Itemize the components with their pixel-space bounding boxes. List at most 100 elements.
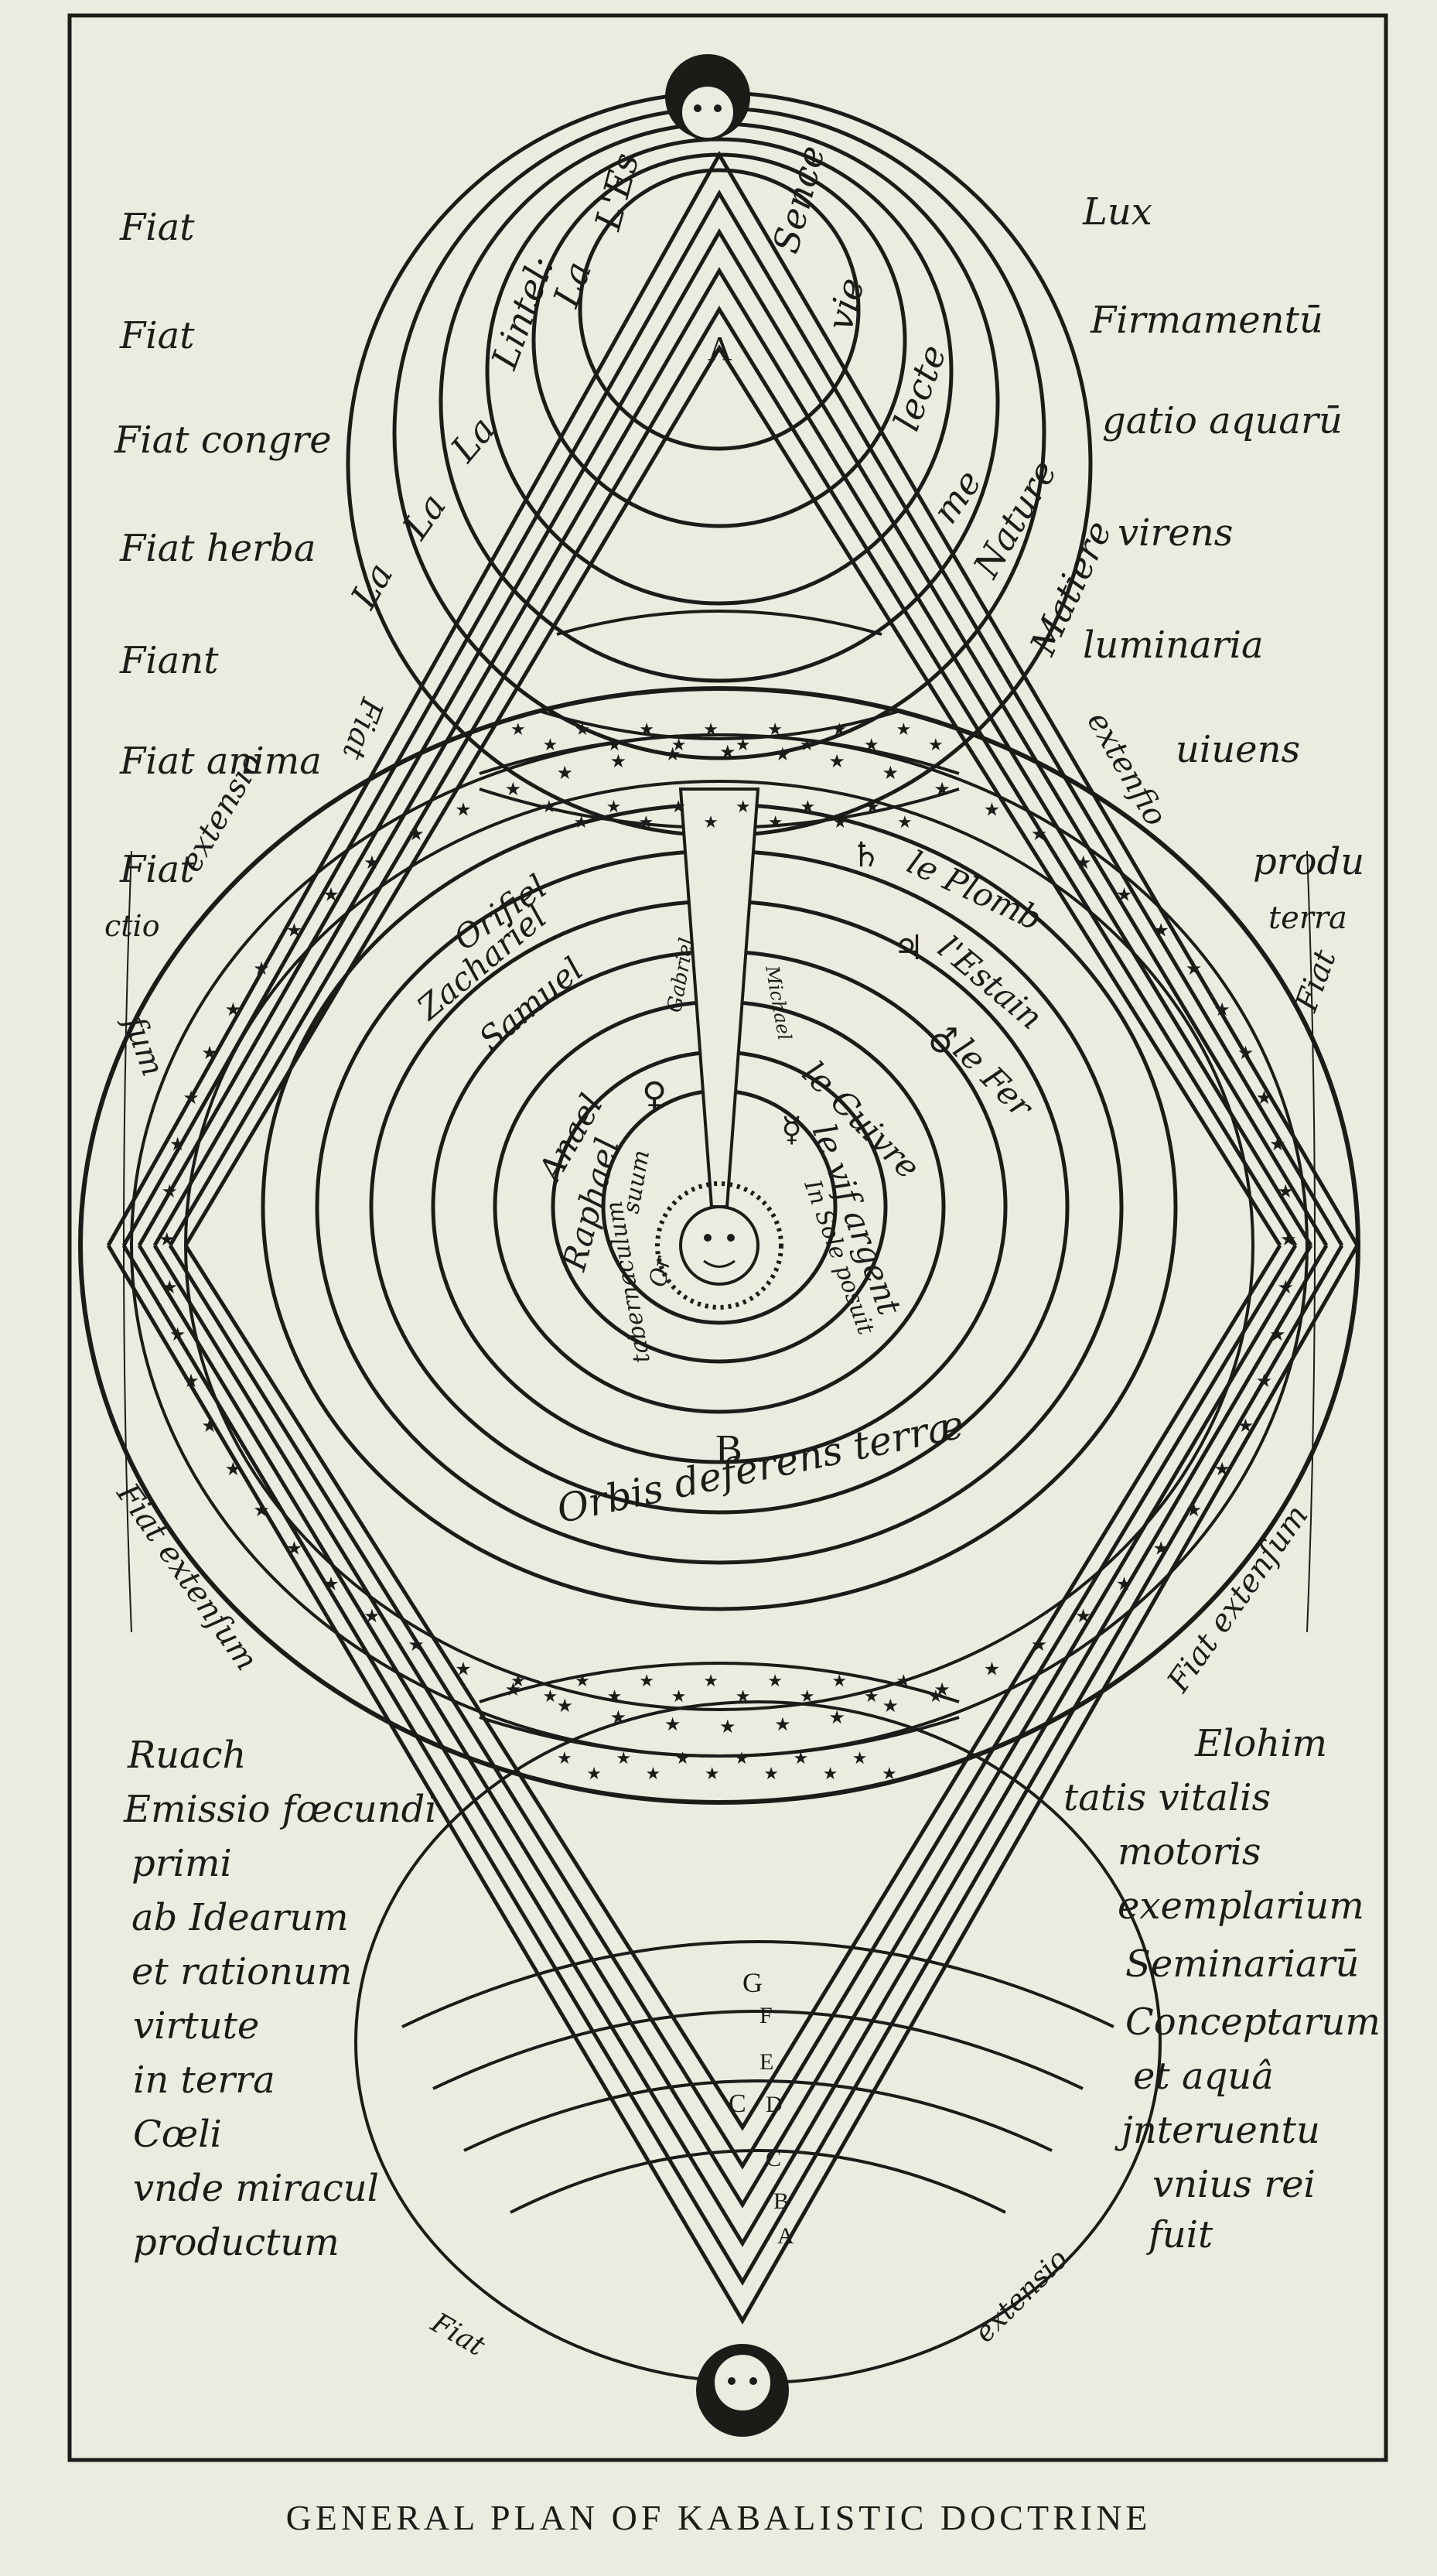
star-icon: ★ xyxy=(610,1707,627,1728)
star-icon: ★ xyxy=(543,1687,558,1707)
star-icon: ★ xyxy=(671,798,686,817)
star-icon: ★ xyxy=(505,778,522,800)
star-icon: ★ xyxy=(169,1324,186,1345)
star-icon: ★ xyxy=(162,1276,179,1298)
sun-icon xyxy=(655,1181,783,1310)
star-icon: ★ xyxy=(586,1765,602,1784)
star-icon: ★ xyxy=(607,1687,623,1707)
lower-triangle xyxy=(106,1244,1360,2325)
star-icon: ★ xyxy=(1213,1458,1230,1480)
star-icon: ★ xyxy=(364,852,381,873)
star-zones xyxy=(479,610,960,1758)
left-bottom-2: Emissio fœcundi xyxy=(123,1788,437,1831)
right-top-7: produ xyxy=(1253,840,1364,883)
right-bottom-9: vnius rei xyxy=(1152,2163,1316,2206)
sun-label-4: Or xyxy=(644,1253,677,1289)
side-right-2: extenfio xyxy=(1080,705,1173,832)
right-top-2: Firmamentū xyxy=(1090,299,1323,342)
star-icon: ★ xyxy=(201,1415,218,1437)
arc-left-1: La xyxy=(342,555,401,616)
star-icon: ★ xyxy=(671,1687,687,1707)
star-icon: ★ xyxy=(934,778,951,800)
left-top-6: Fiat anima xyxy=(119,740,322,783)
left-bottom-4: ab Idearum xyxy=(131,1896,349,1939)
sun-label-3: suum xyxy=(617,1148,655,1215)
star-icon: ★ xyxy=(882,762,899,784)
star-icon: ★ xyxy=(253,1499,270,1521)
star-icon: ★ xyxy=(832,813,848,832)
venus-icon: ♀ xyxy=(642,1075,667,1115)
left-bottom-7: in terra xyxy=(133,2058,275,2102)
star-icon: ★ xyxy=(286,919,303,941)
left-top-7: Fiat xyxy=(119,848,195,891)
star-icon: ★ xyxy=(865,798,880,817)
star-icon: ★ xyxy=(1278,1276,1295,1298)
star-icon: ★ xyxy=(557,1749,572,1768)
star-icon: ★ xyxy=(664,1713,681,1735)
star-icon: ★ xyxy=(1116,1573,1133,1595)
arc-right-1: Sence xyxy=(764,141,833,258)
star-icon: ★ xyxy=(1075,1605,1092,1627)
right-top-8: terra xyxy=(1268,900,1347,936)
star-icon: ★ xyxy=(896,1672,912,1691)
bottom-head-icon xyxy=(696,2344,789,2437)
left-top-3: Fiat congre xyxy=(114,419,332,462)
star-icon: ★ xyxy=(864,1687,879,1707)
star-icon: ★ xyxy=(639,813,654,832)
star-icon: ★ xyxy=(896,720,912,740)
star-icon: ★ xyxy=(664,743,681,765)
arc-left-3: La xyxy=(442,408,503,470)
right-bottom-5: Seminariarū xyxy=(1125,1942,1359,1986)
letter-a-top: A xyxy=(708,330,732,367)
angel-michael: Michael xyxy=(761,963,796,1042)
lower-letter-a: A xyxy=(777,2223,794,2249)
star-icon: ★ xyxy=(1031,1634,1048,1655)
star-icon: ★ xyxy=(639,720,654,740)
star-icon: ★ xyxy=(736,736,751,755)
star-icon: ★ xyxy=(607,736,623,755)
star-icon: ★ xyxy=(767,720,783,740)
star-icon: ★ xyxy=(253,958,270,979)
mars-icon: ♂ xyxy=(928,1021,958,1061)
star-icon: ★ xyxy=(1031,823,1048,845)
star-icon: ★ xyxy=(984,1659,1001,1680)
right-top-3: gatio aquarū xyxy=(1102,399,1343,442)
star-icon: ★ xyxy=(794,1749,809,1768)
side-left-bottom: Fiat extenſum xyxy=(109,1477,265,1677)
jupiter-icon: ♃ xyxy=(893,928,923,968)
star-icon: ★ xyxy=(882,1695,899,1717)
star-icon: ★ xyxy=(800,1687,815,1707)
star-icon: ★ xyxy=(852,1749,868,1768)
star-icon: ★ xyxy=(1213,999,1230,1020)
star-icon: ★ xyxy=(510,720,526,740)
star-icon: ★ xyxy=(606,798,622,817)
lower-letter-g: G xyxy=(742,1967,763,1998)
lower-letter-d: D xyxy=(766,2092,783,2117)
star-icon: ★ xyxy=(610,750,627,772)
star-icon: ★ xyxy=(734,1749,749,1768)
lower-letter-f: F xyxy=(759,2003,773,2028)
right-column-bottom: Elohim tatis vitalis motoris exemplarium… xyxy=(1063,1722,1381,2257)
left-top-1: Fiat xyxy=(119,206,195,249)
star-icon: ★ xyxy=(1152,1538,1169,1560)
lower-letter-e: E xyxy=(759,2049,773,2075)
right-bottom-4: exemplarium xyxy=(1118,1884,1364,1928)
star-icon: ★ xyxy=(1237,1415,1254,1437)
star-icon: ★ xyxy=(1237,1042,1254,1064)
bottom-fiat: Fiat xyxy=(425,2307,491,2362)
star-icon: ★ xyxy=(1186,1499,1203,1521)
diagram-letters: A B G F E D C C B A xyxy=(708,330,794,2249)
star-icon: ★ xyxy=(575,1672,590,1691)
star-icon: ★ xyxy=(1075,852,1092,873)
star-icon: ★ xyxy=(828,1707,845,1728)
right-top-1: Lux xyxy=(1082,190,1152,234)
left-top-5: Fiant xyxy=(119,639,219,682)
upper-circles xyxy=(346,91,1093,838)
left-top-8: ctio xyxy=(104,909,160,943)
star-icon: ★ xyxy=(510,1672,526,1691)
arc-left-6: L'Es xyxy=(586,149,647,235)
star-icon: ★ xyxy=(225,999,242,1020)
star-icon: ★ xyxy=(557,762,574,784)
lower-letter-c2: C xyxy=(766,2146,781,2171)
